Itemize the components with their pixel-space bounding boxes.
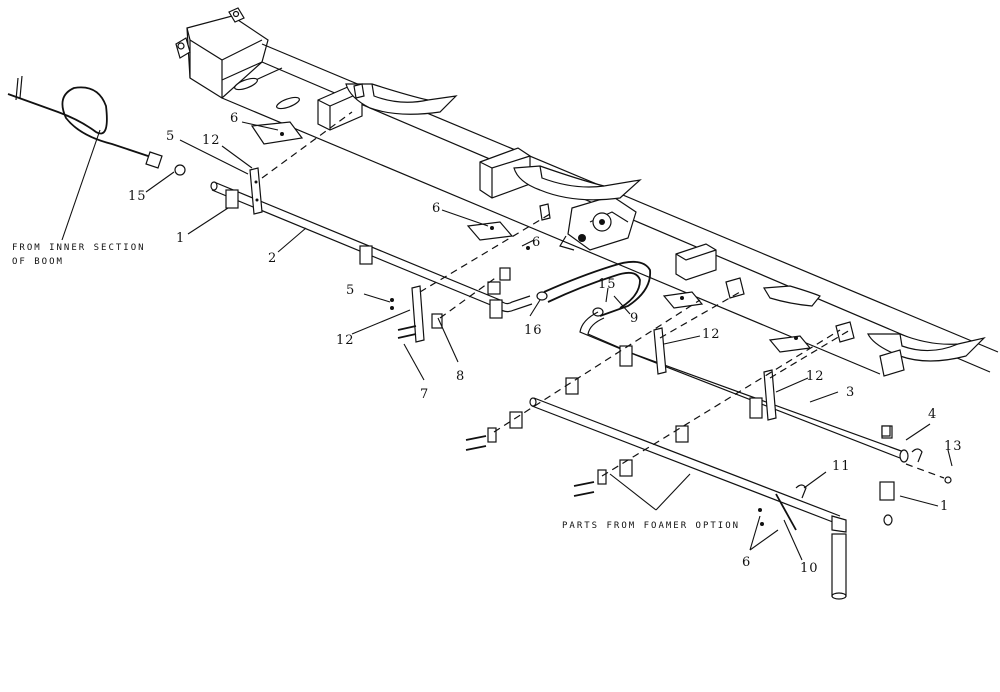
boom-pipe-3 <box>579 311 909 526</box>
callout-2: 2 <box>268 251 277 266</box>
callout-12-right-bracket: 12 <box>806 369 825 384</box>
callout-leaders <box>61 121 953 561</box>
assembly-lines <box>261 111 945 479</box>
callout-labels: 5 12 6 15 1 2 6 6 5 12 7 8 16 15 9 12 12… <box>128 111 963 576</box>
callout-8: 8 <box>456 369 465 384</box>
callout-15-middle: 15 <box>598 277 617 292</box>
callout-10: 10 <box>800 561 819 576</box>
callout-1-right: 1 <box>940 499 949 514</box>
bolts-and-nuts <box>280 132 952 531</box>
callout-11: 11 <box>832 459 851 474</box>
callout-5-lower: 5 <box>346 283 355 298</box>
callout-6-middle: 6 <box>432 201 441 216</box>
callout-5-upper: 5 <box>166 129 175 144</box>
callout-15-left: 15 <box>128 189 147 204</box>
note-inner-section-line2: OF BOOM <box>12 257 64 267</box>
boom-frame <box>175 7 999 377</box>
callout-12-middle-bracket: 12 <box>702 327 721 342</box>
callout-1-left: 1 <box>176 231 185 246</box>
callout-3: 3 <box>846 385 855 400</box>
callout-13: 13 <box>944 439 963 454</box>
callout-6-lower: 6 <box>742 555 751 570</box>
callout-4: 4 <box>928 407 937 422</box>
boom-pipe-2 <box>174 164 533 319</box>
callout-12-upper: 12 <box>202 133 221 148</box>
mount-brackets <box>249 167 891 485</box>
hose-assemblies <box>7 75 651 317</box>
callout-9: 9 <box>630 311 639 326</box>
callout-6-upper: 6 <box>230 111 239 126</box>
callout-16: 16 <box>524 323 543 338</box>
notes: FROM INNER SECTION OF BOOM PARTS FROM FO… <box>12 243 740 531</box>
note-foamer-option: PARTS FROM FOAMER OPTION <box>562 521 740 531</box>
note-inner-section-line1: FROM INNER SECTION <box>12 243 146 253</box>
callout-6-clip: 6 <box>532 235 541 250</box>
callout-12-left-bracket: 12 <box>336 333 355 348</box>
callout-7: 7 <box>420 387 429 402</box>
foamer-pipe <box>509 377 847 600</box>
